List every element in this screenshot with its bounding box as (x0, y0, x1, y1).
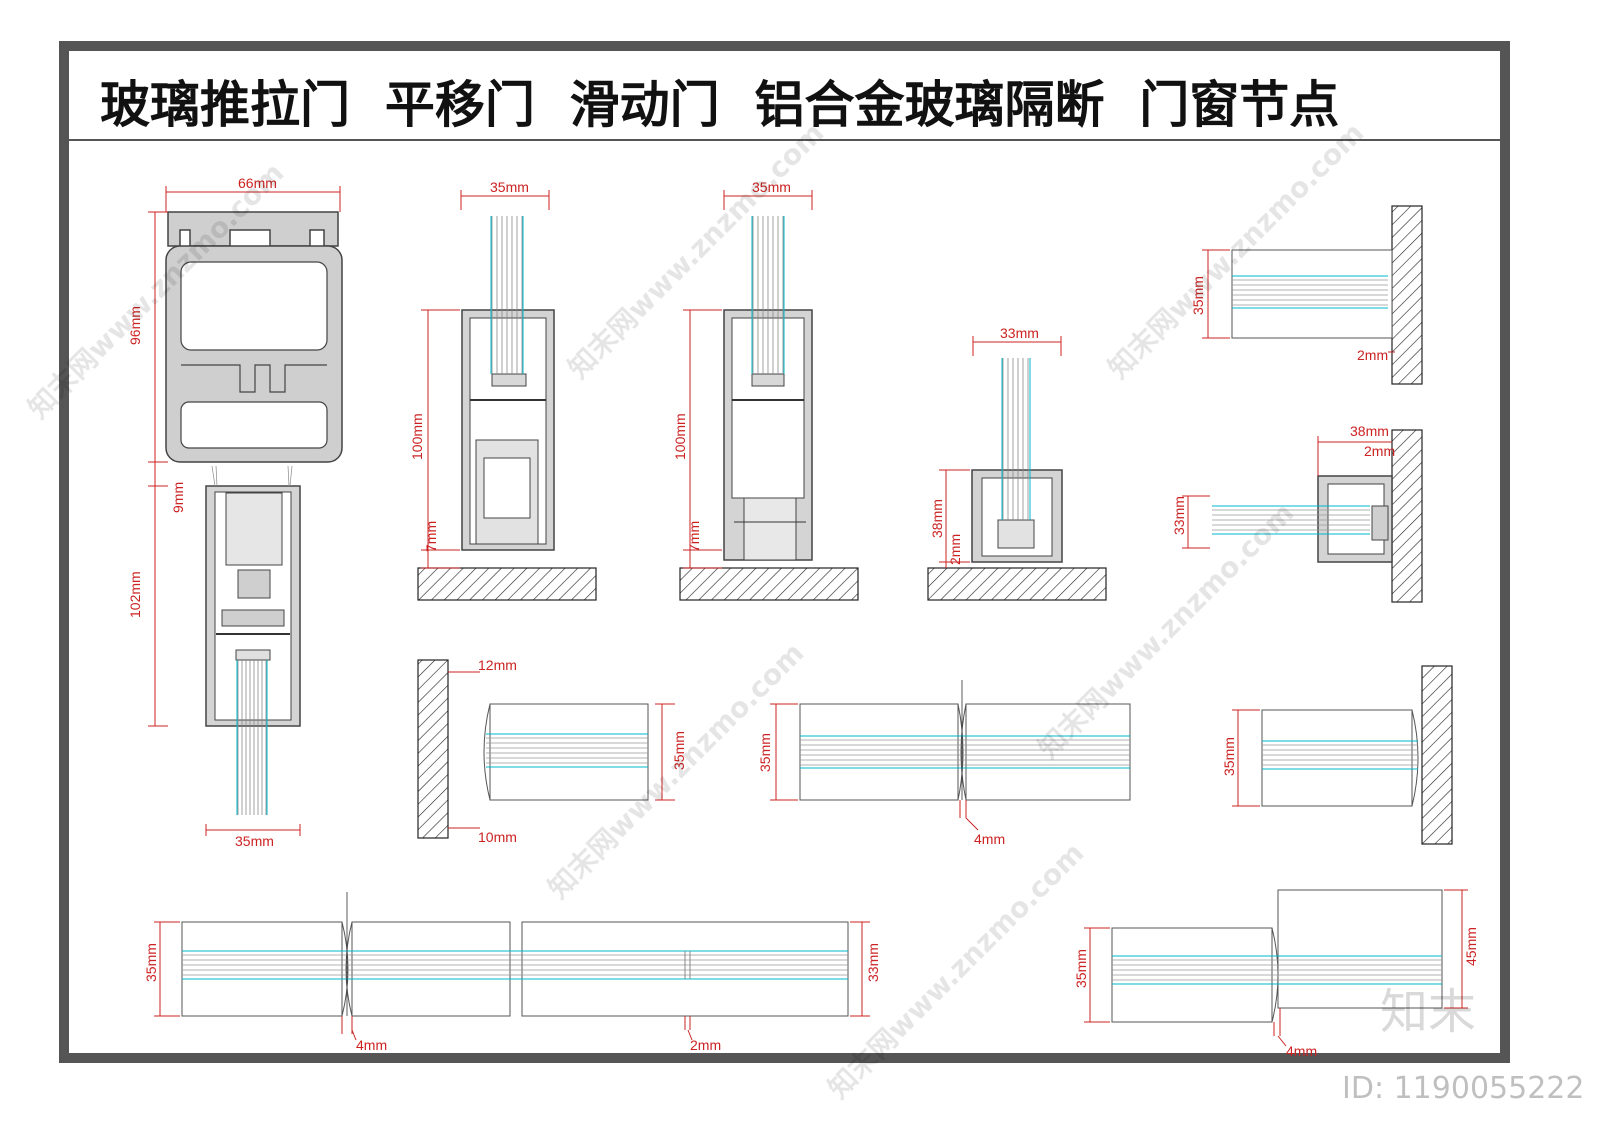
watermark-text: 知末网www.znzmo.com (1032, 496, 1301, 765)
section-wall-glass-left: 12mm 35mm 10mm (417, 657, 687, 845)
section-wall-clamp: 38mm 2mm 33mm (1171, 423, 1423, 603)
dim-label: 96mm (127, 306, 143, 345)
section-glass-joint: 35mm 4mm (757, 680, 1131, 847)
dim-label: 35mm (757, 733, 773, 772)
watermark-id: ID: 1190055222 (1342, 1071, 1584, 1106)
watermark-brand: 知末 (1380, 984, 1476, 1040)
sheet-title: 玻璃推拉门 平移门 滑动门 铝合金玻璃隔断 门窗节点 (100, 76, 1339, 134)
section-floor-channel: 33mm 38mm 2mm (927, 325, 1107, 601)
dim-label: 35mm (1190, 276, 1206, 315)
dim-label: 12mm (478, 657, 517, 673)
dim-label: 2mm (1364, 443, 1395, 459)
dim-label: 4mm (356, 1037, 387, 1053)
dim-label: 35mm (1073, 949, 1089, 988)
section-multi-panel: 35mm 4mm 2mm 33mm (143, 892, 881, 1053)
dim-label: 2mm (947, 534, 963, 565)
dim-label: 102mm (127, 571, 143, 618)
dim-label: 2mm (1357, 347, 1388, 363)
dim-label: 38mm (1350, 423, 1389, 439)
section-floor-track-b: 35mm 100mm 7mm (672, 179, 859, 601)
dim-label: 35mm (752, 179, 791, 195)
dim-label: 100mm (409, 413, 425, 460)
dim-label: 35mm (235, 833, 274, 849)
dim-label: 33mm (1000, 325, 1039, 341)
dim-label: 4mm (974, 831, 1005, 847)
dim-label: 100mm (672, 413, 688, 460)
dim-label: 33mm (865, 943, 881, 982)
section-wall-end-top: 35mm 2mm (1190, 205, 1423, 385)
dim-label: 35mm (671, 731, 687, 770)
dim-label: 2mm (690, 1037, 721, 1053)
dim-label: 66mm (238, 175, 277, 191)
dim-label: 35mm (490, 179, 529, 195)
dim-label: 45mm (1463, 927, 1479, 966)
section-floor-track-a: 35mm 100mm 7mm (409, 179, 597, 601)
section-vertical-profile: 66mm 96mm 9mm 102mm 35mm (127, 175, 343, 849)
dim-label: 4mm (1286, 1043, 1317, 1059)
dim-label: 7mm (423, 521, 439, 552)
dim-label: 9mm (170, 482, 186, 513)
dim-label: 7mm (686, 521, 702, 552)
section-wall-end-bottom: 35mm (1221, 665, 1453, 845)
sheet-border (59, 41, 1510, 1063)
dim-label: 35mm (143, 943, 159, 982)
dim-label: 38mm (929, 499, 945, 538)
dim-label: 33mm (1171, 496, 1187, 535)
dim-label: 35mm (1221, 737, 1237, 776)
section-offset-joint: 35mm 45mm 4mm (1073, 889, 1479, 1059)
dim-label: 10mm (478, 829, 517, 845)
